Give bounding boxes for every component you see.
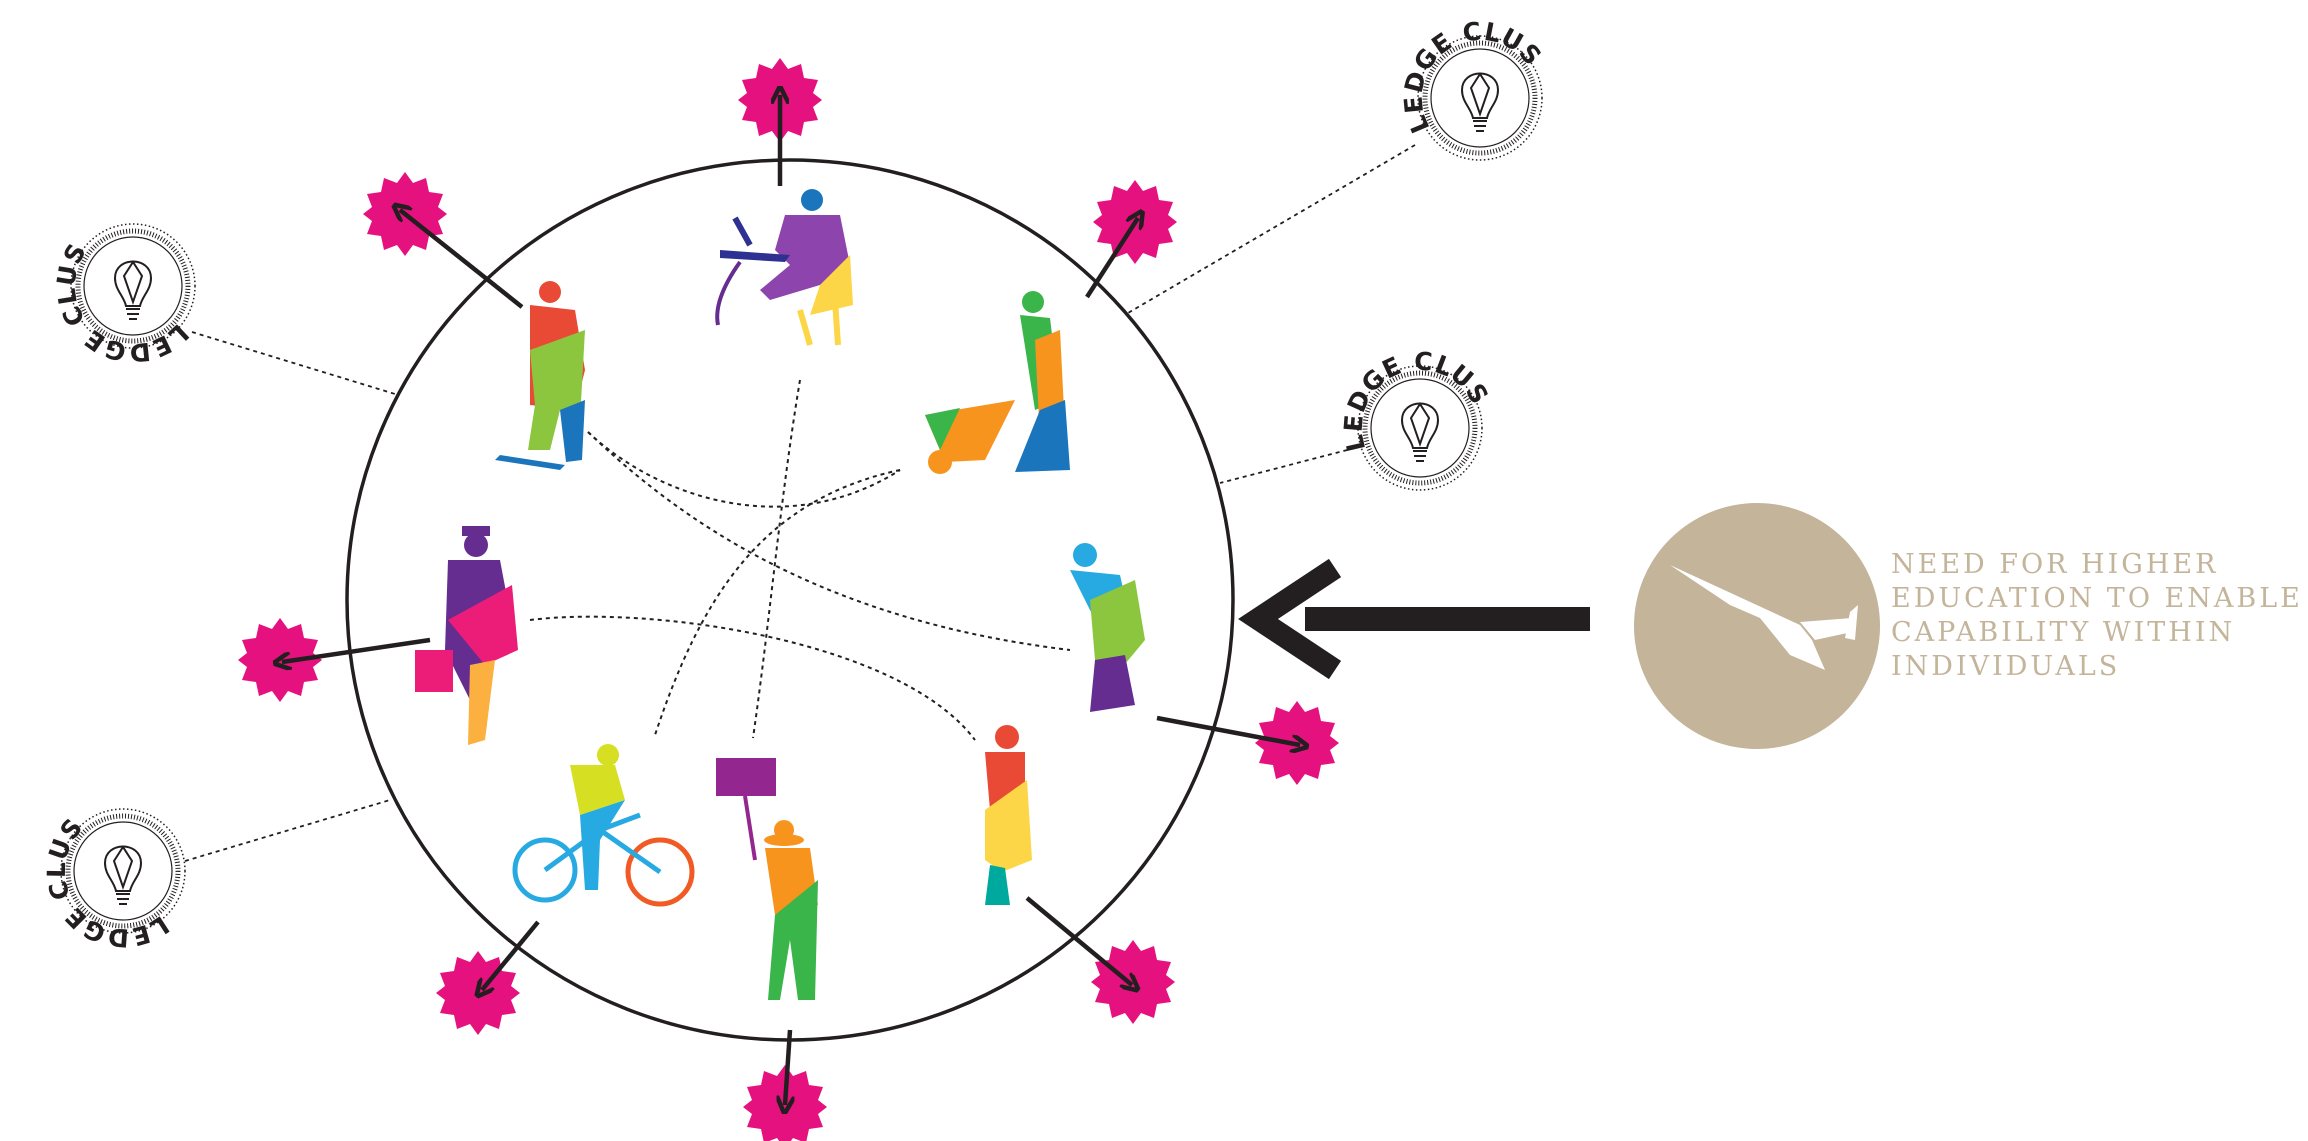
tagline-line: EDUCATION TO ENABLE [1891, 583, 2303, 614]
graduation-cap-icon [1670, 565, 1858, 670]
connection-paths [529, 379, 1071, 741]
businessman-icon [415, 526, 518, 745]
higher-education-emblem [1634, 503, 1880, 749]
knowledge-cluster-badge-1: KNOWLEDGE CLUSTERS [22, 223, 207, 397]
person-wheelbarrow [925, 291, 1070, 474]
person-businessman [415, 526, 518, 745]
tagline-line: INDIVIDUALS [1891, 651, 2121, 682]
person-pregnant-woman [1070, 543, 1145, 712]
sign-holder-icon [716, 758, 818, 1000]
desk-worker-icon [715, 189, 853, 346]
cluster-links [184, 144, 1416, 862]
knowledge-cluster-badge-2: KNOWLEDGE CLUSTERS [8, 808, 190, 985]
pregnant-woman-icon [1070, 543, 1145, 712]
person-cyclist [512, 744, 695, 907]
lightbulb-icon [103, 845, 143, 905]
person-skateboarder [495, 281, 585, 470]
person-woman [985, 725, 1032, 905]
lightbulb-icon [1460, 72, 1500, 132]
cyclist-icon [512, 744, 695, 907]
woman-icon [985, 725, 1032, 905]
skateboarder-icon [495, 281, 585, 470]
lightbulb-icon [113, 260, 153, 320]
lightbulb-icon [1400, 402, 1440, 462]
person-desk-worker [715, 189, 853, 346]
wheelbarrow-worker-icon [925, 291, 1070, 474]
knowledge-cluster-badge-3: KNOWLEDGE CLUSTERS [1366, 0, 1548, 161]
tagline: NEED FOR HIGHER EDUCATION TO ENABLE CAPA… [1891, 548, 2303, 684]
inward-arrow [1238, 558, 1590, 680]
outward-arrows [282, 95, 1300, 1105]
tagline-line: CAPABILITY WITHIN [1891, 617, 2236, 648]
person-sign-holder [716, 758, 818, 1000]
tagline-line: NEED FOR HIGHER [1891, 549, 2219, 580]
burst-icon [436, 951, 520, 1035]
burst-icon [1091, 940, 1175, 1024]
knowledge-cluster-badge-4: KNOWLEDGE CLUSTERS [1310, 317, 1495, 491]
